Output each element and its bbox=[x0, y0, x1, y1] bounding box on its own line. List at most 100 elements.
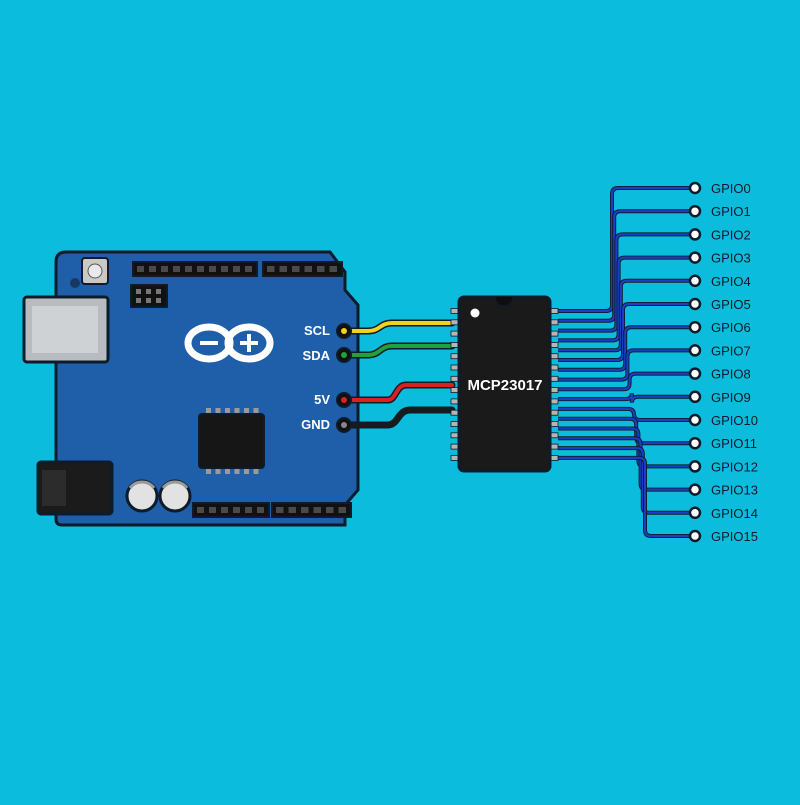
header-pin bbox=[149, 266, 156, 272]
board-outline bbox=[54, 250, 360, 527]
header-pin bbox=[173, 266, 180, 272]
gpio-wire bbox=[558, 256, 695, 342]
pin-label-5v: 5V bbox=[314, 392, 330, 407]
chip-leg bbox=[215, 408, 221, 415]
header-pin bbox=[288, 507, 296, 513]
gpio-terminal bbox=[688, 297, 702, 311]
header-pin bbox=[329, 266, 337, 272]
digital-header-left bbox=[132, 261, 258, 277]
gpio-terminal bbox=[688, 228, 702, 241]
chip-leg bbox=[234, 408, 240, 415]
header-pin bbox=[304, 266, 312, 272]
header-pin bbox=[233, 266, 240, 272]
chip-leg bbox=[225, 408, 230, 415]
chip-notch bbox=[494, 296, 514, 307]
header-pin bbox=[338, 507, 346, 513]
dc-barrel-jack-front bbox=[42, 470, 66, 506]
usb-connector-inner bbox=[32, 306, 98, 353]
minus-icon bbox=[200, 341, 218, 345]
icsp-header bbox=[130, 284, 168, 308]
gpio-wire bbox=[558, 393, 695, 403]
gpio-terminal bbox=[688, 367, 702, 380]
microcontroller-chip bbox=[198, 408, 265, 474]
gpio-terminal bbox=[688, 413, 702, 427]
header-pin bbox=[221, 507, 228, 513]
gpio-wire bbox=[558, 456, 695, 538]
header-pin bbox=[292, 266, 300, 272]
chip-leg bbox=[234, 467, 240, 474]
gpio-label: GPIO8 bbox=[711, 367, 751, 382]
analog-header bbox=[271, 502, 352, 518]
header-pin bbox=[197, 266, 204, 272]
gpio-label: GPIO9 bbox=[711, 390, 751, 405]
header-pin bbox=[326, 507, 334, 513]
header-pin bbox=[245, 266, 252, 272]
header-pin bbox=[245, 507, 252, 513]
gpio-label: GPIO3 bbox=[711, 251, 751, 266]
chip-leg bbox=[244, 467, 249, 474]
chip-leg bbox=[206, 408, 211, 415]
gpio-wire bbox=[558, 326, 695, 371]
gpio-terminal bbox=[688, 251, 702, 264]
gpio-terminal bbox=[688, 483, 702, 496]
gpio-label: GPIO4 bbox=[711, 274, 751, 289]
arduino-board: SCL SDA 5V GND bbox=[22, 250, 360, 527]
gpio-wire bbox=[558, 407, 695, 422]
header-pin bbox=[233, 507, 240, 513]
gpio-label: GPIO14 bbox=[711, 506, 758, 521]
header-pin bbox=[209, 507, 216, 513]
arduino-infinity-logo bbox=[184, 323, 274, 363]
gpio-label: GPIO15 bbox=[711, 529, 758, 544]
gpio-terminal bbox=[688, 204, 702, 218]
capacitor bbox=[125, 479, 159, 513]
gpio-label: GPIO10 bbox=[711, 413, 758, 428]
gpio-terminal bbox=[688, 274, 702, 288]
power-header bbox=[192, 502, 270, 518]
header-pin bbox=[301, 507, 309, 513]
board-pin-socket bbox=[336, 417, 352, 433]
chip-leg bbox=[244, 408, 249, 415]
header-pin bbox=[257, 507, 264, 513]
header-pin bbox=[185, 266, 192, 272]
gpio-label: GPIO5 bbox=[711, 297, 751, 312]
gpio-wire bbox=[558, 372, 695, 391]
reset-button-cap bbox=[87, 263, 103, 279]
gpio-terminal bbox=[688, 506, 702, 520]
pin1-marker bbox=[470, 308, 480, 318]
gpio-label: GPIO13 bbox=[711, 483, 758, 498]
header-pin bbox=[317, 266, 325, 272]
digital-header-right bbox=[262, 261, 343, 277]
board-to-chip-wires bbox=[336, 319, 456, 433]
capacitor bbox=[158, 479, 192, 513]
chip-leg bbox=[253, 408, 259, 415]
header-pin bbox=[209, 266, 216, 272]
gpio-terminal bbox=[688, 344, 702, 357]
gpio-terminal bbox=[688, 181, 702, 195]
gpio-wire bbox=[558, 302, 695, 362]
header-pin bbox=[221, 266, 228, 272]
gpio-wire-outline bbox=[558, 436, 695, 492]
gpio-wire-outline bbox=[558, 455, 695, 538]
gpio-wire bbox=[558, 349, 695, 381]
gpio-wire bbox=[558, 186, 695, 313]
gpio-terminal bbox=[688, 436, 702, 450]
pin-label-sda: SDA bbox=[303, 348, 331, 363]
board-pin-socket bbox=[336, 392, 352, 408]
chip-label: MCP23017 bbox=[467, 377, 542, 394]
gpio-label: GPIO6 bbox=[711, 320, 751, 335]
gpio-wires bbox=[558, 186, 695, 538]
pin-label-scl: SCL bbox=[304, 323, 330, 338]
gpio-wire-outline bbox=[558, 186, 695, 313]
header-pin bbox=[161, 266, 168, 272]
chip-leg bbox=[215, 467, 221, 474]
gpio-label: GPIO2 bbox=[711, 227, 751, 242]
board-pin-socket bbox=[336, 347, 352, 363]
gpio-wire bbox=[558, 233, 695, 332]
chip-leg bbox=[225, 467, 230, 474]
chip-leg bbox=[206, 467, 211, 474]
header-pin bbox=[197, 507, 204, 513]
gpio-terminal bbox=[688, 390, 702, 404]
gpio-terminal bbox=[688, 460, 702, 473]
